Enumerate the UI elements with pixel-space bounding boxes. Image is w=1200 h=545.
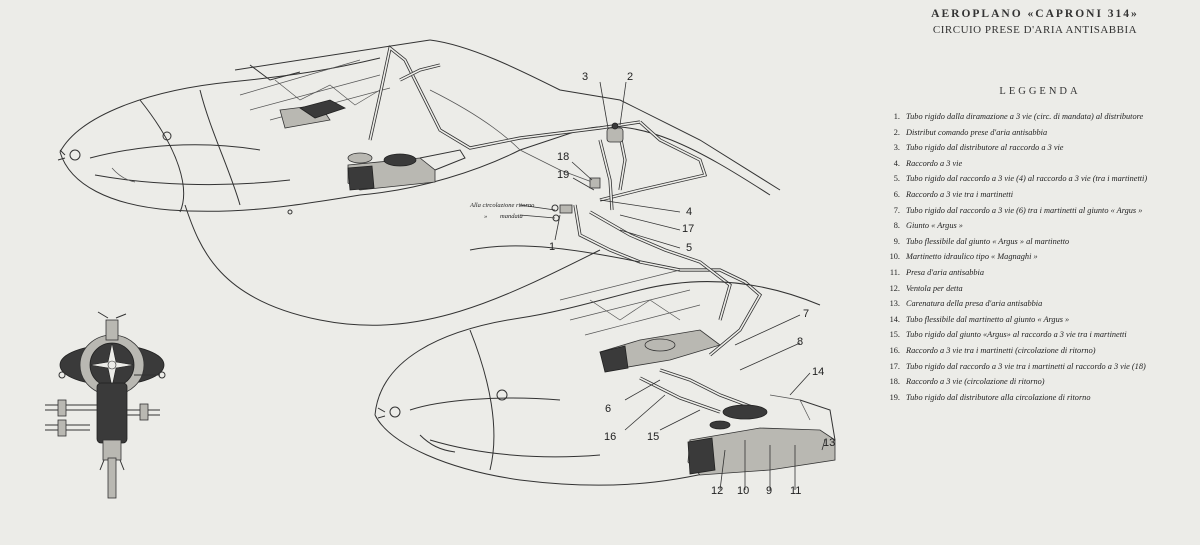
legend-item: 11.Presa d'aria antisabbia (889, 267, 984, 277)
distributor-detail-view (45, 311, 166, 499)
callout-6: 6 (605, 403, 611, 415)
callout-17: 17 (682, 223, 694, 235)
callout-12: 12 (711, 485, 723, 497)
callout-9: 9 (766, 485, 772, 497)
piping-schematic-drawing: 3 2 18 19 4 17 5 1 7 8 14 6 16 15 13 12 … (45, 39, 836, 499)
callout-15: 15 (647, 431, 659, 443)
legend-item: 19.Tubo rigido dal distributore alla cir… (889, 392, 1091, 402)
legend-item: 4.Raccordo a 3 vie (893, 158, 963, 168)
callout-13: 13 (823, 437, 835, 449)
legend-item: 14.Tubo flessibile dal martinetto al giu… (889, 314, 1070, 324)
drawing-title: AEROPLANO «CAPRONI 314» (931, 8, 1139, 20)
callout-14: 14 (812, 366, 824, 378)
callout-18: 18 (557, 151, 569, 163)
supply-label: mandata (500, 213, 523, 220)
legend-item: 5.Tubo rigido dal raccordo a 3 vie (4) a… (893, 174, 1148, 184)
callout-5: 5 (686, 242, 692, 254)
callout-3: 3 (582, 71, 588, 83)
distributor-valve (551, 122, 624, 222)
legend-item: 1.Tubo rigido dalla diramazione a 3 vie … (893, 112, 1144, 121)
callout-11: 11 (790, 485, 801, 497)
legend-item: 6.Raccordo a 3 vie tra i martinetti (893, 189, 1014, 199)
lower-air-intake (599, 329, 836, 476)
callout-7: 7 (803, 308, 809, 320)
legend-heading: LEGGENDA (999, 86, 1081, 97)
callout-2: 2 (627, 71, 633, 83)
drawing-subtitle: CIRCUIO PRESE D'ARIA ANTISABBIA (932, 24, 1138, 36)
legend-item: 8.Giunto « Argus » (893, 221, 963, 231)
callout-16: 16 (604, 431, 616, 443)
legend-item: 3.Tubo rigido dal distributore al raccor… (893, 143, 1064, 153)
legend-item: 16.Raccordo a 3 vie tra i martinetti (ci… (889, 345, 1096, 355)
lower-nacelle-outline (374, 245, 821, 486)
legend-item: 18.Raccordo a 3 vie (circolazione di rit… (889, 377, 1045, 387)
title-block: AEROPLANO «CAPRONI 314» CIRCUIO PRESE D'… (880, 8, 1190, 36)
callout-1: 1 (549, 241, 555, 253)
callout-4: 4 (686, 206, 692, 218)
callout-10: 10 (737, 485, 749, 497)
legend-item: 2.Distribut comando prese d'aria antisab… (893, 127, 1048, 137)
return-circulation-label: Alla circolazione ritorno (469, 202, 535, 209)
legend-item: 15.Tubo rigido dal giunto «Argus» al rac… (889, 330, 1127, 340)
legend-item: 17.Tubo rigido dal raccordo a 3 vie tra … (889, 361, 1146, 371)
callout-8: 8 (797, 336, 803, 348)
ditto-mark: » (484, 213, 487, 220)
pipe-network (368, 45, 763, 414)
legend-list: 1.Tubo rigido dalla diramazione a 3 vie … (880, 112, 1185, 408)
callout-numbers: 3 2 18 19 4 17 5 1 7 8 14 6 16 15 13 12 … (469, 71, 835, 497)
legend-item: 7.Tubo rigido dal raccordo a 3 vie (6) t… (893, 205, 1143, 215)
legend-item: 10.Martinetto idraulico tipo « Magnaghi … (889, 252, 1038, 262)
legend-item: 13.Carenatura della presa d'aria antisab… (889, 299, 1043, 309)
callout-19: 19 (557, 169, 569, 181)
upper-air-intake (279, 99, 466, 191)
legend-item: 9.Tubo flessibile dal giunto « Argus » a… (893, 236, 1070, 246)
callout-leaders (519, 81, 826, 491)
legend-item: 12.Ventola per detta (889, 283, 963, 293)
